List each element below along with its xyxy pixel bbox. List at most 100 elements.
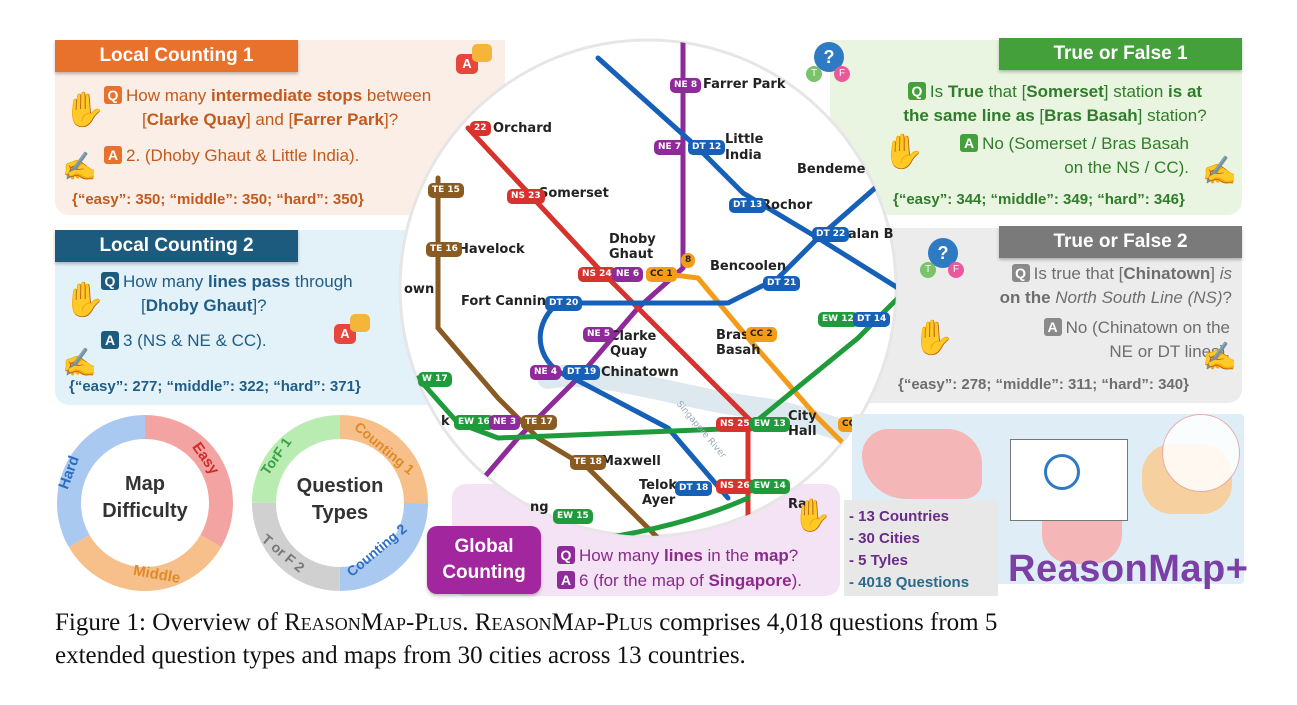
code-dt14: DT 14 <box>853 312 891 327</box>
chat-bubbles-icon: A <box>452 42 496 82</box>
code-cc2: CC 2 <box>746 327 777 342</box>
donut-segment-middle <box>57 415 233 591</box>
writing-icon: ✍ <box>62 151 97 182</box>
summary-box <box>844 500 998 596</box>
station-jalan-besar: Jalan B <box>843 227 894 242</box>
q-badge: Q <box>1011 264 1030 282</box>
station-bendemeer: Bendeme <box>797 162 866 177</box>
donut1-center-line2: Difficulty <box>102 500 188 522</box>
code-te15: TE 15 <box>428 183 464 198</box>
station-havelock: Havelock <box>458 242 525 257</box>
code-cc-8: 8 <box>681 253 696 268</box>
code-dt22: DT 22 <box>812 227 850 242</box>
donut2-center-line2: Types <box>311 502 369 524</box>
code-ew17: W 17 <box>418 372 452 387</box>
local-counting-2-title: Local Counting 2 <box>55 230 298 262</box>
station-downtown: own <box>404 282 435 297</box>
code-te18: TE 18 <box>570 455 606 470</box>
code-dt21: DT 21 <box>763 276 801 291</box>
code-ew12: EW 12 <box>818 312 858 327</box>
true-or-false-1-title: True or False 1 <box>999 38 1242 70</box>
code-ns25: NS 25 <box>716 417 754 432</box>
code-ne3: NE 3 <box>489 415 521 430</box>
station-farrer-park: Farrer Park <box>703 77 786 92</box>
summary-types: - 5 Tyles <box>849 552 908 569</box>
code-ns24: NS 24 <box>578 267 616 282</box>
question-types-donut <box>252 415 428 591</box>
donut1-center-line1: Map <box>125 473 165 495</box>
code-ne4: NE 4 <box>530 365 562 380</box>
q-badge: Q <box>907 82 926 100</box>
code-dt19: DT 19 <box>563 365 601 380</box>
question-tf-icon: ? T F <box>920 238 964 280</box>
tf2-stats: {“easy”: 278; “middle”: 311; “hard”: 340… <box>898 376 1189 393</box>
writing-icon: ✍ <box>1202 341 1237 372</box>
station-somerset: Somerset <box>539 186 609 201</box>
donut-segment-t-or-f-2 <box>252 415 428 591</box>
writing-icon: ✍ <box>62 347 97 378</box>
code-ew13: EW 13 <box>750 417 790 432</box>
code-ew15: EW 15 <box>553 509 593 524</box>
station-ng: ng <box>530 500 549 515</box>
code-dt18: DT 18 <box>675 481 713 496</box>
local-counting-1-title: Local Counting 1 <box>55 40 298 72</box>
station-ayer: Ayer <box>642 493 676 508</box>
a-badge: A <box>104 146 122 164</box>
station-little: Little <box>725 132 764 147</box>
donut-segment-hard <box>57 415 233 591</box>
station-quay: Quay <box>610 344 648 359</box>
station-city: City <box>788 409 817 424</box>
a-badge: A <box>101 331 119 349</box>
donut-segment-counting-2 <box>252 415 428 591</box>
hand-icon: ✋ <box>792 497 832 533</box>
hand-icon: ✋ <box>63 91 106 129</box>
summary-countries: - 13 Countries <box>849 508 950 525</box>
station-chinatown: Chinatown <box>601 365 679 380</box>
q-badge: Q <box>557 546 575 564</box>
station-fort-canning: Fort Canning <box>461 294 556 309</box>
station-ghaut: Ghaut <box>609 247 654 262</box>
code-ns23: NS 23 <box>507 189 545 204</box>
station-dhoby: Dhoby <box>609 232 656 247</box>
summary-cities: - 30 Cities <box>849 530 920 547</box>
code-te16: TE 16 <box>426 242 462 257</box>
code-te17: TE 17 <box>521 415 557 430</box>
station-rochor: Rochor <box>761 198 813 213</box>
figure-caption: Figure 1: Overview of ReasonMap-Plus. Re… <box>55 609 998 669</box>
hand-icon: ✋ <box>63 281 106 319</box>
true-or-false-2-title: True or False 2 <box>999 226 1242 258</box>
station-basah: Basah <box>716 343 761 358</box>
donut2-center-line1: Question <box>296 475 384 497</box>
map-difficulty-donut <box>57 415 233 591</box>
code-ns22: 22 <box>470 121 491 136</box>
a-badge: A <box>557 571 575 589</box>
code-ew16: EW 16 <box>454 415 494 430</box>
code-ne5: NE 5 <box>583 327 615 342</box>
station-ra: Ra <box>788 497 807 512</box>
station-k: k <box>441 414 450 429</box>
station-orchard: Orchard <box>493 121 552 136</box>
code-ns26: NS 26 <box>716 479 754 494</box>
station-hall: Hall <box>788 424 817 439</box>
summary-questions: - 4018 Questions <box>849 574 970 591</box>
code-dt20: DT 20 <box>545 296 583 311</box>
code-dt12: DT 12 <box>688 140 726 155</box>
donut-segment-torf-1 <box>252 415 428 591</box>
code-dt13: DT 13 <box>729 198 767 213</box>
question-tf-icon: ? T F <box>806 42 850 84</box>
code-cc1: CC 1 <box>646 267 677 282</box>
writing-icon: ✍ <box>1202 155 1237 186</box>
station-clarke: Clarke <box>610 329 657 344</box>
station-bencoolen: Bencoolen <box>710 259 787 274</box>
hand-icon: ✋ <box>912 319 955 357</box>
code-ne6: NE 6 <box>612 267 644 282</box>
